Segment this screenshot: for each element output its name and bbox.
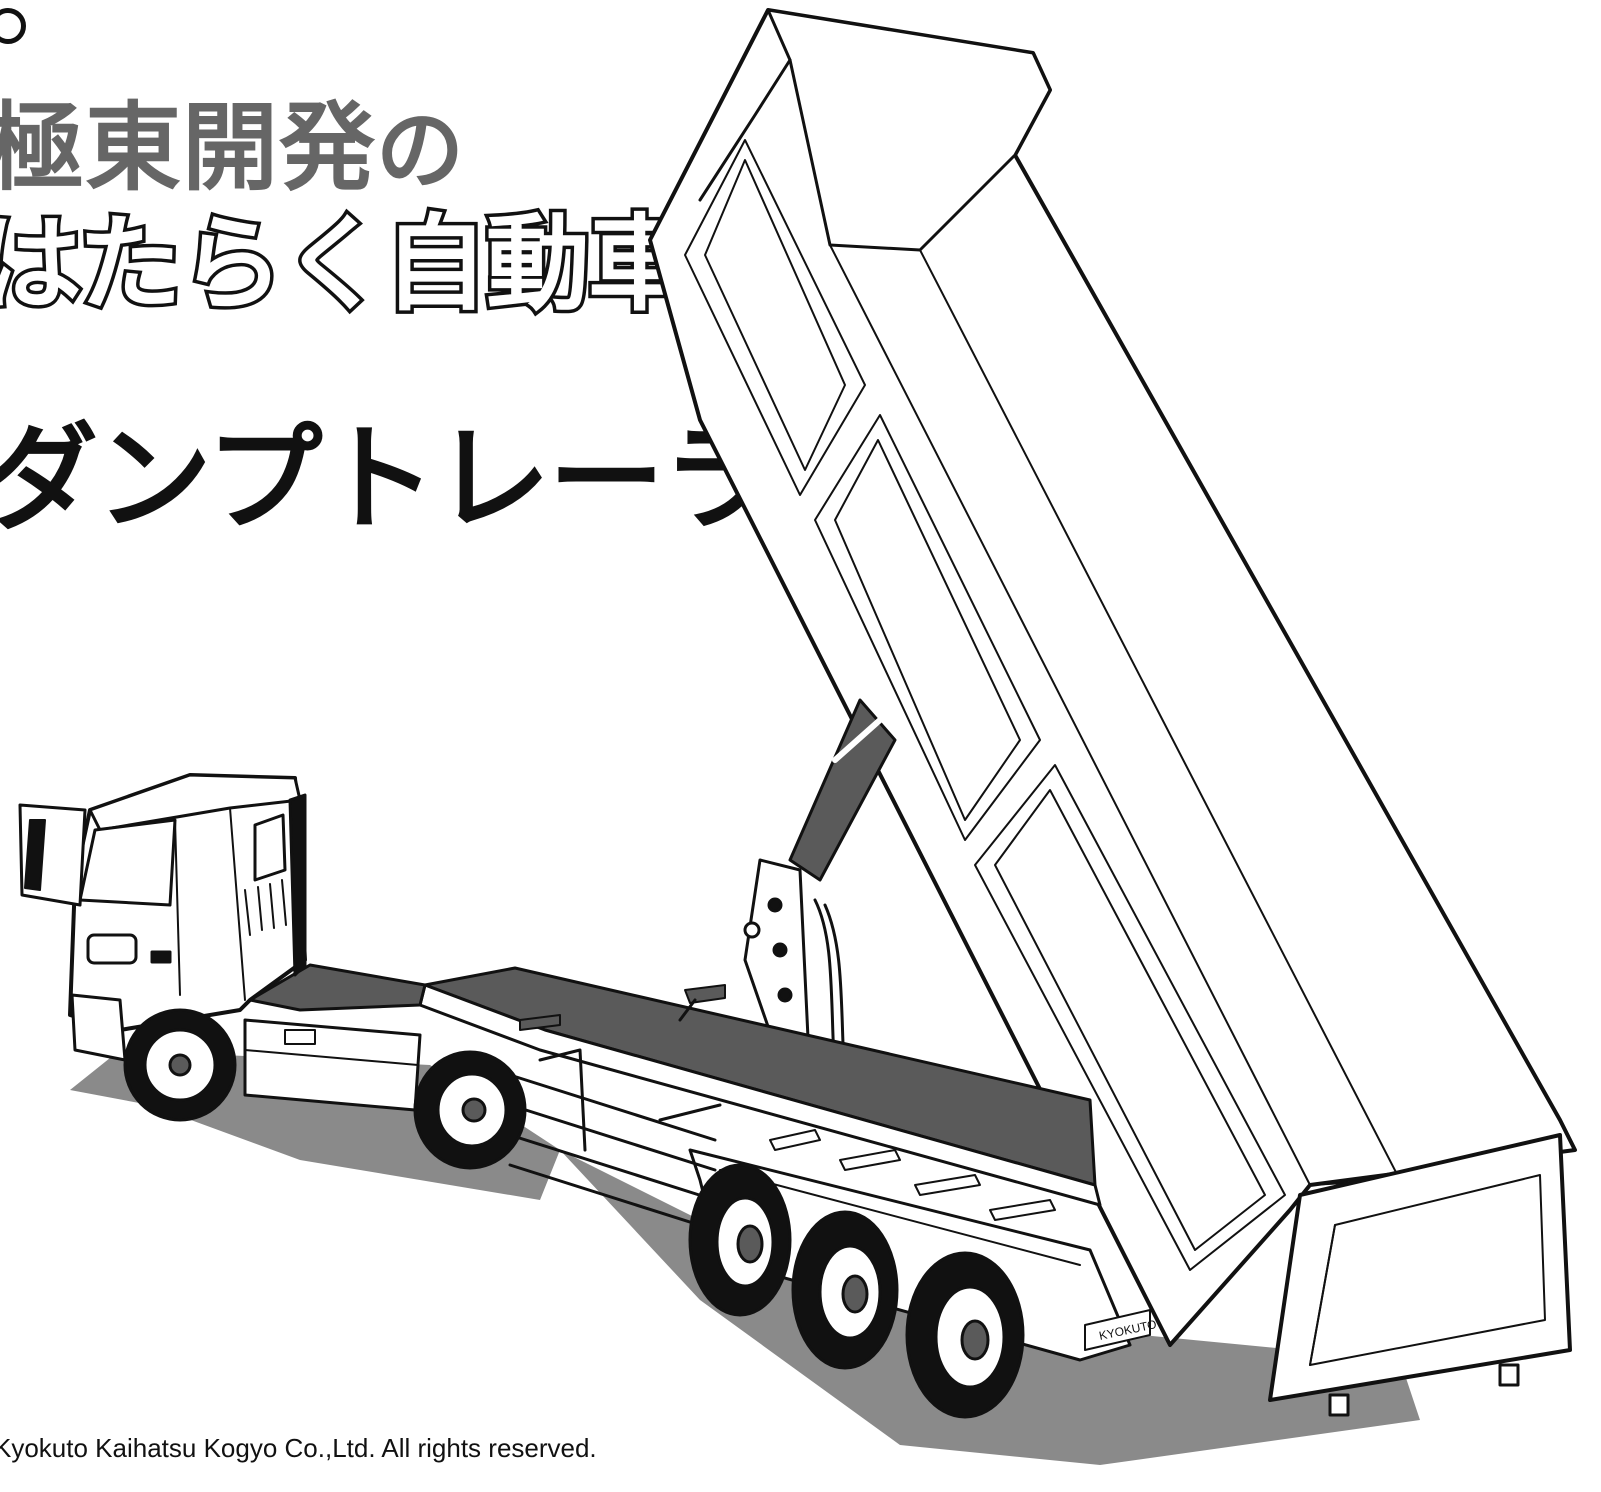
cab-rear	[288, 793, 307, 977]
tailgate-hinge-right	[1498, 1363, 1520, 1387]
brand-company-name-text: 極東開発	[0, 92, 376, 204]
side-guard-pipes	[508, 1048, 722, 1232]
brand-company-name: 極東開発の	[0, 100, 465, 196]
copyright-notice: Kyokuto Kaihatsu Kogyo Co.,Ltd. All righ…	[0, 1433, 597, 1463]
cab-bumper	[70, 993, 127, 1062]
dump-body-side-panels	[684, 139, 1286, 1271]
cab-door-window	[253, 813, 287, 882]
trailer-wheel-1	[688, 1163, 792, 1317]
cab-grille-vents	[244, 879, 287, 936]
tractor-front-wheel	[123, 1008, 237, 1122]
fuel-tank	[243, 1018, 422, 1112]
brand-particle: の	[376, 99, 466, 202]
dump-body-rim-inner	[698, 58, 792, 202]
trailer-wheel-2	[791, 1210, 899, 1370]
kyokuto-plate	[1084, 1309, 1151, 1351]
brand-series-logo: はたらく自動車	[0, 203, 695, 325]
tailgate-hinge-left	[1328, 1393, 1350, 1417]
cab-windshield	[78, 818, 177, 907]
brand-ring-mark	[0, 8, 26, 44]
trailer-wheel-3	[905, 1251, 1025, 1419]
tractor-rear-wheel	[413, 1050, 527, 1170]
cab-headlight	[86, 933, 138, 965]
tailgate	[1268, 1133, 1572, 1402]
hoist-cylinder	[788, 698, 897, 882]
